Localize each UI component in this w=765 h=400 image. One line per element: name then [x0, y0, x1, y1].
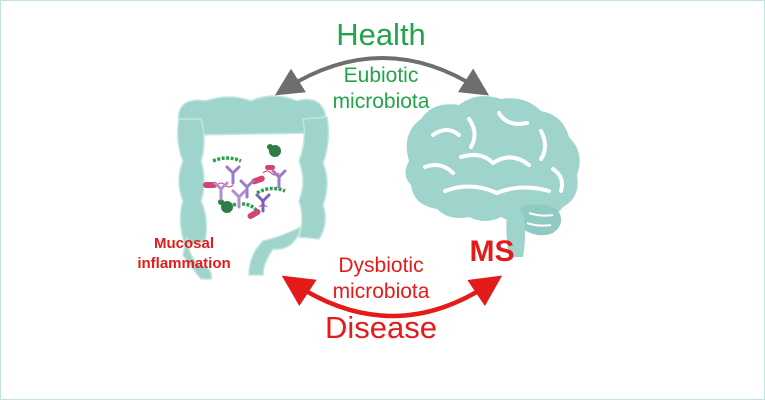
health-label: Health	[336, 17, 426, 52]
dysbiotic-line-2: microbiota	[332, 280, 430, 303]
antibody-icon	[213, 165, 287, 213]
eubiotic-line-1: Eubiotic	[343, 64, 419, 87]
eubiotic-microbiota-label: Eubiotic microbiota	[301, 63, 461, 115]
brain-icon	[405, 96, 580, 257]
mucosal-inflammation-label: Mucosal inflammation	[119, 234, 249, 274]
mucosal-line-1: Mucosal	[153, 235, 214, 252]
disease-label: Disease	[325, 310, 437, 345]
dysbiotic-line-1: Dysbiotic	[338, 254, 424, 277]
mucosal-line-2: inflammation	[137, 255, 231, 272]
dysbiotic-microbiota-label: Dysbiotic microbiota	[301, 253, 461, 305]
eubiotic-line-2: microbiota	[332, 90, 430, 113]
disease-arrow	[281, 275, 503, 319]
health-arrow	[274, 56, 490, 96]
ms-label: MS	[469, 235, 515, 268]
bacteria-icon	[203, 144, 286, 219]
